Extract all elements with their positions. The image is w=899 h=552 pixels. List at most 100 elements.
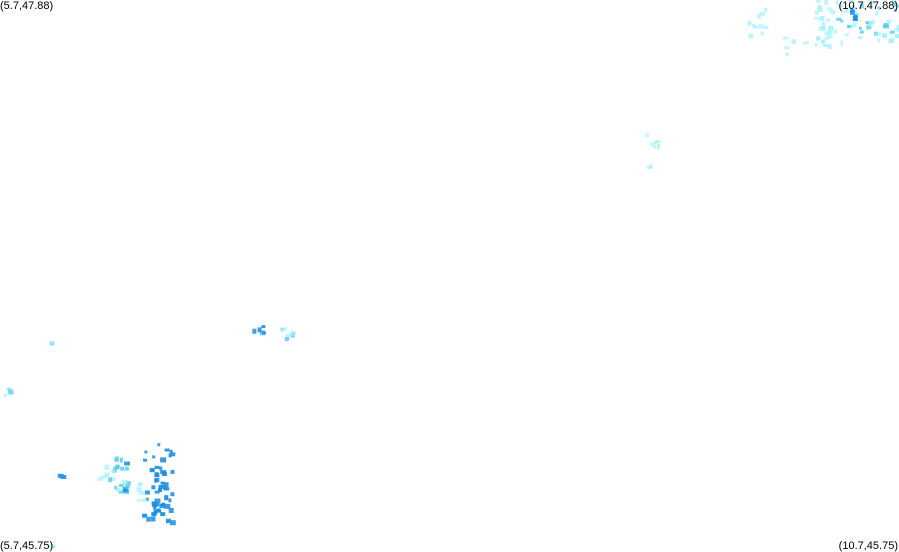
density-cell <box>120 466 125 471</box>
density-cell <box>644 132 649 138</box>
density-cell <box>8 389 14 395</box>
density-cell <box>291 330 297 335</box>
density-cell <box>104 464 110 470</box>
density-cell <box>859 3 864 9</box>
density-cell <box>115 464 120 469</box>
density-cell <box>154 465 160 469</box>
density-cell <box>758 23 763 29</box>
density-cell <box>646 165 652 169</box>
density-cell <box>154 498 161 504</box>
density-cell <box>819 26 825 31</box>
density-cell <box>847 25 852 28</box>
density-cell <box>138 482 143 486</box>
corner-label-bottom-right: (10.7,45.75) <box>838 540 898 552</box>
density-cell <box>760 31 765 36</box>
density-cell <box>888 38 895 43</box>
density-cell <box>152 455 156 459</box>
density-cell <box>289 333 294 336</box>
density-cell <box>101 475 107 479</box>
density-cell <box>855 12 860 17</box>
density-cell <box>154 490 160 494</box>
density-cell <box>849 10 855 15</box>
density-cell <box>850 5 856 9</box>
density-cell <box>891 0 897 2</box>
density-cell <box>887 21 891 25</box>
density-cell <box>757 13 762 19</box>
density-cell <box>154 473 160 478</box>
density-cell <box>824 36 830 40</box>
density-cell <box>144 490 150 495</box>
density-cell <box>835 0 839 5</box>
density-cell <box>124 461 131 466</box>
density-cell <box>882 0 887 1</box>
density-cell <box>170 452 176 457</box>
density-cell <box>108 477 113 483</box>
density-cell <box>785 52 789 57</box>
density-cell <box>649 142 656 147</box>
density-cell <box>169 449 173 453</box>
density-cell <box>886 19 892 23</box>
density-cell <box>164 503 171 509</box>
density-cell <box>656 144 660 149</box>
density-cell <box>149 468 155 473</box>
density-cell <box>170 492 175 497</box>
density-cell <box>160 457 167 463</box>
west-edge <box>4 387 14 397</box>
northeast-core <box>849 9 858 21</box>
density-cell <box>870 0 875 5</box>
density-cell <box>827 44 832 49</box>
density-cell <box>50 544 56 548</box>
density-cell <box>143 458 147 462</box>
mid-south <box>646 163 653 169</box>
density-cell <box>114 456 119 462</box>
west-dot <box>49 341 55 346</box>
density-cell <box>747 20 752 26</box>
density-cell <box>122 487 128 492</box>
density-cell <box>764 7 767 12</box>
density-cell <box>165 518 171 523</box>
density-cell <box>49 341 55 345</box>
density-cell <box>814 17 820 20</box>
mid-east <box>644 132 661 149</box>
corner-label-bottom-left: (5.7,45.75) <box>0 540 54 552</box>
density-cell <box>871 20 876 25</box>
density-cell <box>97 476 104 481</box>
density-cell <box>883 23 889 27</box>
density-cell <box>882 34 888 39</box>
density-cell <box>151 512 156 517</box>
density-cell <box>164 448 170 452</box>
density-cell <box>283 327 287 331</box>
center-west-2 <box>280 327 297 342</box>
northeast-strip <box>814 5 833 49</box>
density-cell <box>875 10 879 16</box>
density-cell <box>858 26 862 30</box>
density-cell <box>146 516 151 522</box>
density-cell <box>151 501 157 506</box>
density-cell <box>150 516 156 522</box>
density-cell <box>161 502 165 506</box>
density-cell <box>170 469 175 474</box>
density-cell <box>142 513 148 518</box>
northeast-west <box>747 7 769 39</box>
density-cell <box>164 495 169 501</box>
density-cell <box>853 14 858 19</box>
density-cell <box>822 44 828 47</box>
density-cell <box>843 8 849 13</box>
corner-label-top-left: (5.7,47.88) <box>0 0 54 12</box>
density-cell <box>894 34 899 38</box>
density-cell <box>142 498 148 502</box>
density-cell <box>262 331 266 335</box>
density-cell <box>760 11 766 16</box>
density-cell <box>894 8 897 12</box>
density-cell <box>820 39 826 44</box>
density-cell <box>836 17 842 21</box>
density-cell <box>110 477 116 481</box>
density-cell <box>160 481 165 485</box>
density-cell <box>104 472 110 476</box>
density-cell <box>116 487 121 492</box>
density-cell <box>748 33 754 39</box>
southwest-main <box>142 443 176 526</box>
density-cell <box>821 22 826 28</box>
density-cell <box>762 25 769 30</box>
density-cell <box>118 490 125 494</box>
